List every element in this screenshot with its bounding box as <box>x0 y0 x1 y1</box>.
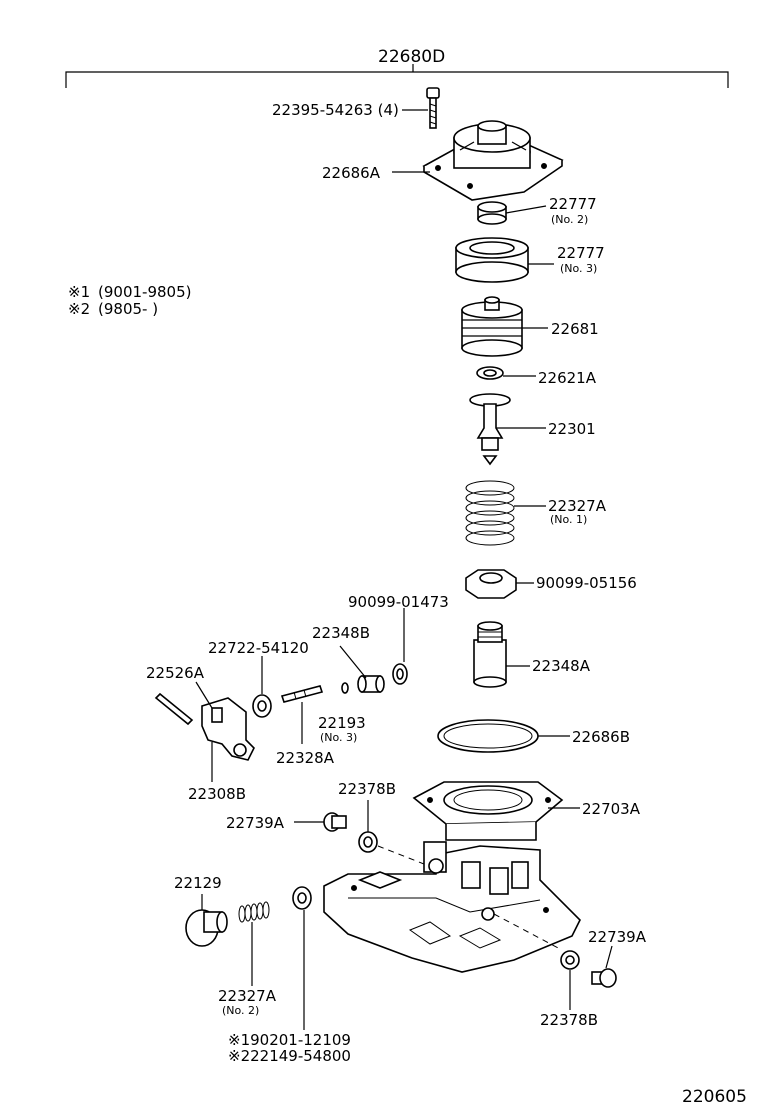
washer-22378b-lower-drawing <box>560 950 580 970</box>
washer-drawing <box>476 366 504 380</box>
label-22328a: 22328A <box>276 749 335 767</box>
label-22777-no3: 22777 <box>557 244 605 262</box>
plug-22129-drawing <box>185 909 228 947</box>
alignment-line-lower <box>493 913 563 951</box>
legend-mark-1: ※1 <box>68 283 90 301</box>
label-22301: 22301 <box>548 420 596 438</box>
note-22777-no3: (No. 3) <box>560 262 597 275</box>
label-22739a-lower: 22739A <box>588 928 647 946</box>
label-22193: 22193 <box>318 714 366 732</box>
nut-drawing <box>465 569 517 599</box>
label-90099-01473: 90099-01473 <box>348 593 449 611</box>
legend-range-1: (9001-9805) <box>98 283 191 301</box>
valve-body-drawing <box>473 621 507 688</box>
screw-drawing <box>426 87 440 129</box>
label-22348b: 22348B <box>312 624 370 642</box>
label-22777-no2: 22777 <box>549 195 597 213</box>
label-22686b: 22686B <box>572 728 630 746</box>
label-22378b-lower: 22378B <box>540 1011 598 1029</box>
part-labels: 22395-54263 (4) 22686A 22777 (No. 2) 227… <box>146 101 647 1065</box>
bolt-22739a-lower-drawing <box>591 968 617 988</box>
spring-22327a-no2-drawing <box>238 901 270 923</box>
valve-drawing <box>469 393 511 466</box>
label-22621a: 22621A <box>538 369 597 387</box>
label-22739a-upper: 22739A <box>226 814 285 832</box>
label-22526a: 22526A <box>146 664 205 682</box>
label-22129: 22129 <box>174 874 222 892</box>
small-washer-90099-drawing <box>392 663 408 685</box>
ring-drawing <box>455 237 529 283</box>
o-ring-22193-drawing <box>341 682 349 694</box>
flange-drawing <box>412 781 564 841</box>
plug-22348b-drawing <box>357 675 385 693</box>
label-22378b-upper: 22378B <box>338 780 396 798</box>
note-22327a-no2: (No. 2) <box>222 1004 259 1017</box>
washer-22722-drawing <box>252 694 272 718</box>
leader-lines <box>195 109 613 1030</box>
assembly-bracket <box>65 64 729 88</box>
label-90099-05156: 90099-05156 <box>536 574 637 592</box>
figure-number: 220605 <box>682 1087 747 1107</box>
piston-drawing <box>461 296 523 357</box>
alignment-line-upper <box>377 845 425 865</box>
legend: ※1 (9001-9805) ※2 (9805- ) <box>68 283 191 318</box>
legend-range-2: (9805- ) <box>98 300 158 318</box>
label-222149-54800: ※222149-54800 <box>228 1047 351 1065</box>
washer-190201-drawing <box>292 886 312 910</box>
label-22348a: 22348A <box>532 657 591 675</box>
label-22703a: 22703A <box>582 800 641 818</box>
assembly-number: 22680D <box>378 47 445 67</box>
bolt-22739a-upper-drawing <box>323 812 347 832</box>
label-22681: 22681 <box>551 320 599 338</box>
washer-22378b-upper-drawing <box>358 831 378 853</box>
lever-22308b-drawing <box>201 697 255 761</box>
label-22308b: 22308B <box>188 785 246 803</box>
o-ring-drawing <box>437 719 539 753</box>
pin-22526a-drawing <box>154 692 194 726</box>
note-22193: (No. 3) <box>320 731 357 744</box>
spring-drawing <box>465 480 515 546</box>
cover-drawing <box>422 120 564 201</box>
small-cap-drawing <box>477 201 507 225</box>
label-22686a: 22686A <box>322 164 381 182</box>
pump-housing-drawing <box>323 841 581 973</box>
note-22327a-no1: (No. 1) <box>550 513 587 526</box>
label-22327a-no1: 22327A <box>548 497 607 515</box>
label-190201-12109: ※190201-12109 <box>228 1031 351 1049</box>
label-22327a-no2: 22327A <box>218 987 277 1005</box>
label-22722-54120: 22722-54120 <box>208 639 309 657</box>
legend-mark-2: ※2 <box>68 300 90 318</box>
note-22777-no2: (No. 2) <box>551 213 588 226</box>
label-22395-54263: 22395-54263 (4) <box>272 101 399 119</box>
pin-22328a-drawing <box>280 685 324 703</box>
